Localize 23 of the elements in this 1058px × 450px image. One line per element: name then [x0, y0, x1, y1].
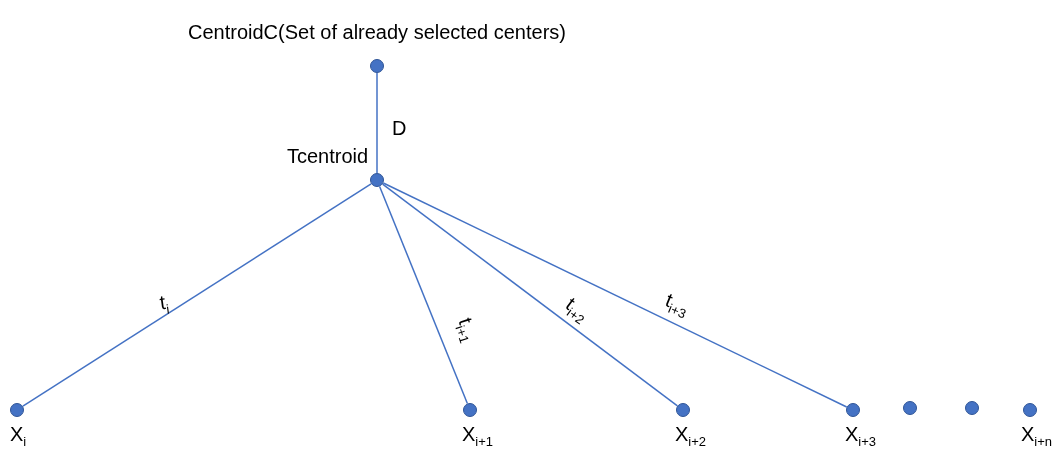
edge-label: D — [392, 118, 407, 138]
connector-line — [376, 72, 378, 174]
point-dot — [903, 401, 917, 415]
point-dot — [1023, 403, 1037, 417]
point-dot — [463, 403, 477, 417]
point-dot — [370, 173, 384, 187]
edge-label: t$_{i}$ — [158, 291, 171, 317]
point-label: X$_{i+2}$ — [675, 424, 707, 448]
point-label: X$_{i}$ — [10, 424, 27, 448]
connector-line — [381, 183, 679, 407]
point-label: X$_{i+1}$ — [462, 424, 494, 448]
point-dot — [10, 403, 24, 417]
connector-line — [382, 182, 848, 408]
point-label: X$_{i+n}$ — [1021, 424, 1053, 448]
point-label: Tcentroid — [287, 146, 369, 166]
point-dot — [370, 59, 384, 73]
point-label: X$_{i+3}$ — [845, 424, 877, 448]
connector-line — [22, 183, 372, 407]
connector-line — [378, 185, 469, 405]
point-dot — [965, 401, 979, 415]
heading-text: CentroidC(Set of already selected centers) — [188, 22, 566, 42]
point-dot — [676, 403, 690, 417]
point-dot — [846, 403, 860, 417]
